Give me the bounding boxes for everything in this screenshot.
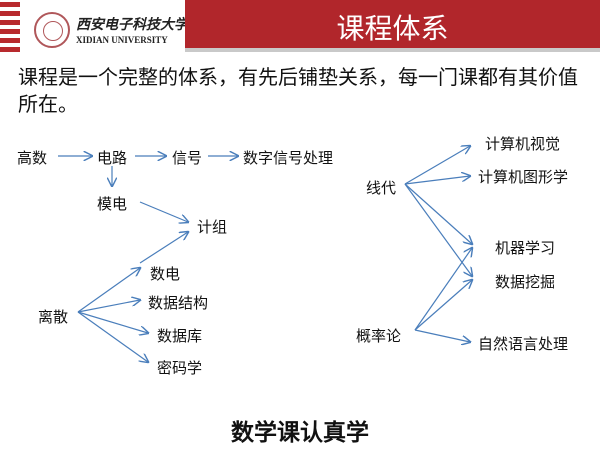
arrow — [77, 268, 140, 313]
slide-title: 课程体系 — [336, 12, 449, 45]
node-dsp: 数字信号处理 — [243, 149, 334, 167]
university-name-en: XIDIAN UNIVERSITY — [76, 35, 168, 45]
node-cv: 计算机视觉 — [485, 135, 561, 153]
node-dianlu: 电路 — [97, 149, 128, 167]
node-modian: 模电 — [97, 195, 128, 213]
arrow — [139, 232, 188, 264]
node-nlp: 自然语言处理 — [478, 335, 569, 353]
node-gaoshu: 高数 — [17, 149, 48, 167]
node-probability: 概率论 — [356, 327, 402, 345]
arrow — [77, 311, 148, 333]
arrow — [404, 183, 472, 244]
arrow — [404, 146, 470, 185]
university-name-cn: 西安电子科技大学 — [76, 17, 188, 33]
node-ml: 机器学习 — [495, 239, 556, 257]
node-lisan: 离散 — [38, 308, 69, 326]
arrow — [404, 176, 470, 185]
arrow — [414, 329, 470, 342]
arrow — [404, 183, 472, 276]
node-data-mining: 数据挖掘 — [495, 273, 556, 291]
title-banner: 课程体系 — [185, 0, 600, 52]
node-shudian: 数电 — [150, 265, 181, 283]
intro-text: 课程是一个完整的体系，有先后铺垫关系，每一门课都有其价值所在。 — [18, 65, 578, 116]
node-jizu: 计组 — [197, 218, 228, 236]
node-cryptography: 密码学 — [157, 359, 203, 377]
arrow — [77, 300, 140, 313]
node-xinhao: 信号 — [172, 149, 203, 167]
university-seal-logo — [34, 12, 70, 48]
node-graphics: 计算机图形学 — [478, 168, 569, 186]
node-database: 数据库 — [157, 327, 203, 345]
node-xiandai: 线代 — [366, 179, 397, 197]
arrow — [414, 280, 472, 331]
arrow — [139, 201, 188, 222]
arrow — [414, 248, 472, 331]
arrow — [77, 311, 148, 362]
motto: 数学课认真学 — [231, 420, 369, 446]
node-data-structure: 数据结构 — [148, 294, 209, 312]
